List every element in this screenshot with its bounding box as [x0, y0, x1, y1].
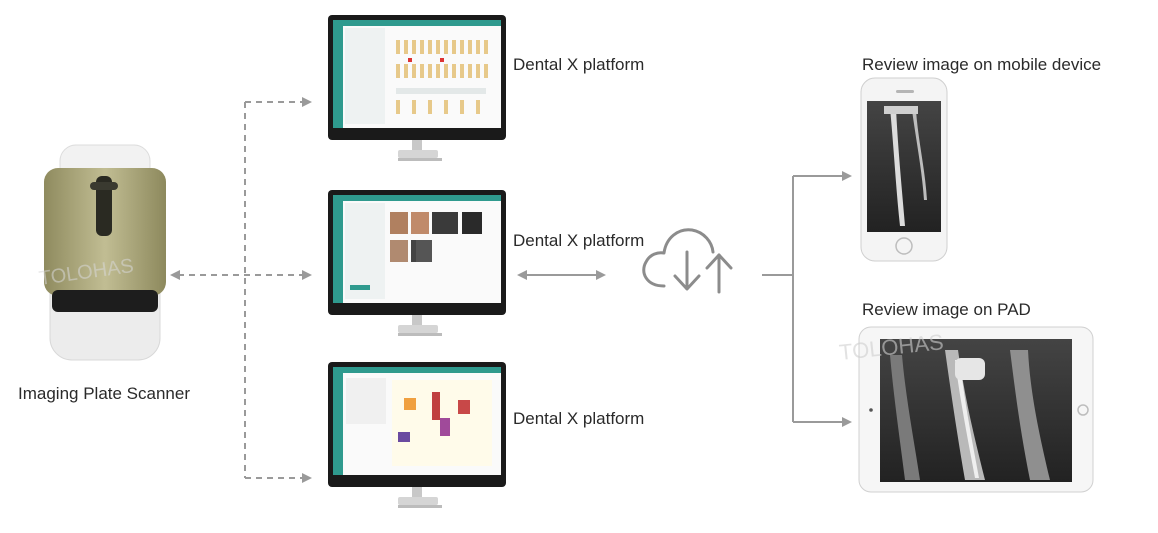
mobile-device [860, 77, 948, 262]
mobile-label: Review image on mobile device [862, 55, 1102, 74]
platform-3-label: Dental X platform [513, 409, 645, 428]
scanner-connectors [170, 97, 312, 483]
monitor-1 [328, 15, 506, 161]
pad-label: Review image on PAD [862, 300, 1031, 319]
monitor-2 [328, 190, 506, 336]
platform-1-label: Dental X platform [513, 55, 645, 74]
cloud-sync-icon [642, 228, 733, 294]
monitor-3 [328, 362, 506, 508]
cloud-connectors [762, 171, 852, 427]
platform-2-label: Dental X platform [513, 231, 645, 250]
imaging-plate-scanner: TOLOHAS [38, 144, 166, 361]
scanner-label: Imaging Plate Scanner [18, 384, 190, 403]
tablet-device: TOLOHAS [838, 326, 1094, 493]
